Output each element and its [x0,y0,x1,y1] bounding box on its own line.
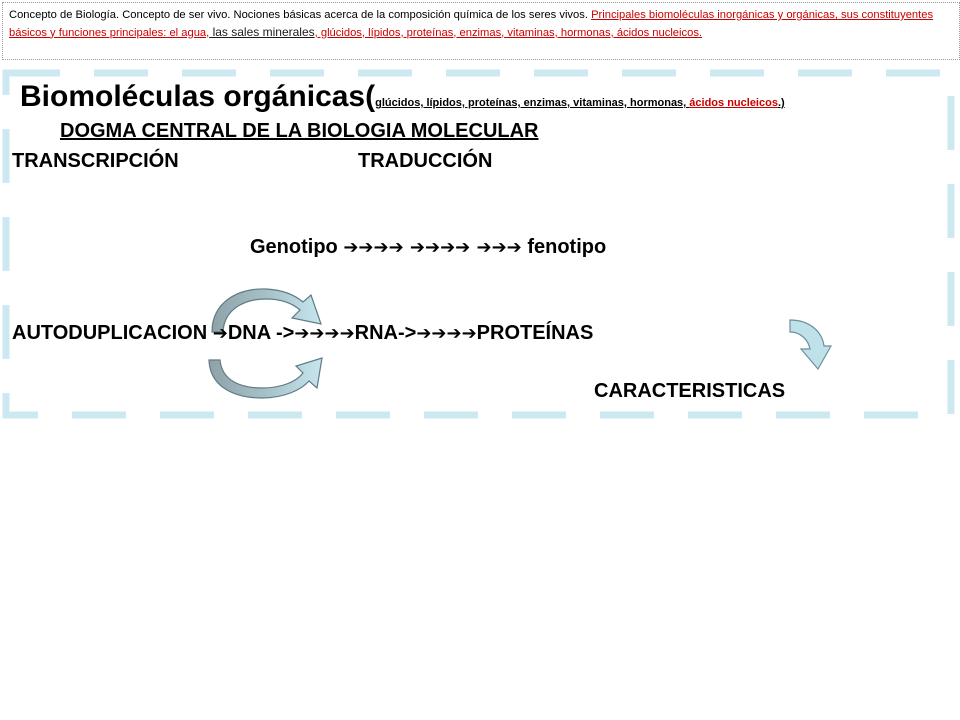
label-transcripcion: TRANSCRIPCIÓN [12,150,179,172]
dashed-frame [2,69,955,419]
flow-autoduplicacion: AUTODUPLICACION [12,322,213,344]
genotype-line: Genotipo ➔➔➔➔ ➔➔➔➔ ➔➔➔ fenotipo [250,234,606,261]
title-sub-list: glúcidos, lípidos, proteínas, enzimas, v… [375,97,690,109]
curved-down-arrow-icon [789,319,833,371]
slide-subtitle: DOGMA CENTRAL DE LA BIOLOGIA MOLECULAR [60,120,539,142]
flow-proteinas: PROTEÍNAS [476,322,594,344]
circular-arrows-icon [208,288,323,399]
slide-title: Biomoléculas orgánicas(glúcidos, lípidos… [20,78,785,122]
flow-arrows-2: ➔➔➔➔ [294,323,355,344]
title-sub-nucleic[interactable]: ácidos nucleicos [689,97,778,109]
header-link-minerals[interactable]: las sales minerales [209,24,315,39]
label-caracteristicas: CARACTERISTICAS [594,380,786,402]
header-link-organics[interactable]: , glúcidos, lípidos, proteínas, enzimas,… [314,26,703,39]
flow-rna: RNA-> [354,322,417,344]
title-main: Biomoléculas orgánicas( [20,80,376,113]
header-intro: Concepto de Biología. Concepto de ser vi… [9,9,592,21]
phenotype-label: fenotipo [521,236,607,258]
genotype-arrows: ➔➔➔➔ ➔➔➔➔ ➔➔➔ [343,237,522,258]
flow-arrow-1: ➔ [212,323,228,344]
label-traduccion: TRADUCCIÓN [358,150,493,172]
flow-line: AUTODUPLICACION ➔DNA ->➔➔➔➔RNA->➔➔➔➔PROT… [12,320,593,347]
header-box: Concepto de Biología. Concepto de ser vi… [2,2,960,60]
flow-arrows-3: ➔➔➔➔ [416,323,477,344]
header-link-biomolecules[interactable]: Principales biomoléculas inorgánicas y o… [9,9,934,39]
flow-dna: DNA -> [227,322,295,344]
genotype-label: Genotipo [250,236,344,258]
title-sub-close: .) [777,97,785,109]
